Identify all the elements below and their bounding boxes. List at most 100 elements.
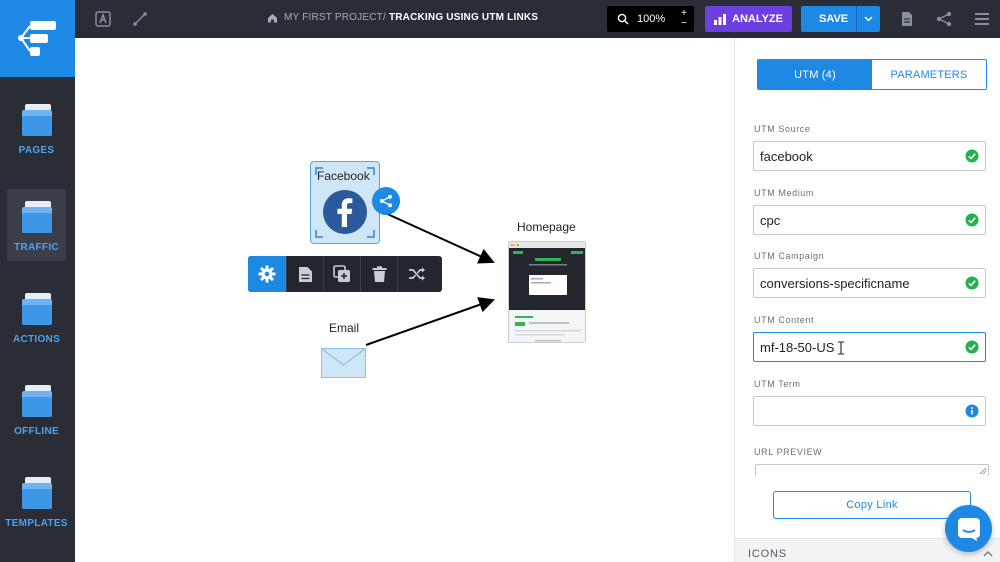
text-tool-icon[interactable] [95, 11, 111, 27]
resize-handle-icon [979, 467, 987, 475]
sidebar-item-pages[interactable]: PAGES [7, 92, 66, 164]
facebook-icon [323, 190, 367, 234]
sidebar-item-templates[interactable]: TEMPLATES [5, 465, 68, 537]
icons-section-title: ICONS [748, 548, 787, 560]
check-circle-icon [965, 340, 979, 354]
sidebar-item-offline[interactable]: OFFLINE [7, 373, 66, 445]
tab-utm[interactable]: UTM (4) [758, 60, 872, 89]
connector-tool-icon[interactable] [132, 11, 148, 27]
sidebar-item-label: TRAFFIC [14, 242, 59, 253]
utm-term-field[interactable] [753, 396, 986, 426]
facebook-node-label: Facebook [317, 169, 370, 183]
document-icon[interactable] [899, 11, 915, 27]
node-settings-button[interactable] [248, 256, 287, 292]
email-node[interactable] [321, 348, 366, 378]
envelope-icon [321, 348, 366, 378]
connection-arrows [365, 211, 495, 346]
actions-folder-icon [21, 293, 52, 325]
utm-panel: UTM (4) PARAMETERS UTM Source facebook U… [734, 38, 1000, 562]
homepage-node-label: Homepage [517, 220, 576, 234]
hamburger-menu-icon[interactable] [974, 11, 990, 27]
utm-campaign-field[interactable]: conversions-specificname [753, 268, 986, 298]
sidebar-item-traffic[interactable]: TRAFFIC [7, 189, 66, 261]
chevron-up-icon [983, 551, 993, 557]
url-preview-textarea[interactable] [755, 464, 989, 476]
split-arrows-icon [408, 267, 425, 281]
sidebar-item-label: ACTIONS [12, 334, 61, 345]
chat-icon [957, 517, 980, 541]
utm-campaign-value: conversions-specificname [760, 275, 910, 291]
flow-share-icon[interactable] [936, 11, 952, 27]
connect-node-button[interactable] [372, 187, 400, 215]
sidebar-item-actions[interactable]: ACTIONS [7, 281, 66, 353]
chat-widget-button[interactable] [945, 505, 992, 552]
save-dropdown[interactable] [856, 6, 880, 32]
chevron-down-icon [864, 16, 873, 22]
utm-source-field[interactable]: facebook [753, 141, 986, 171]
zoom-control: 100% + − [607, 6, 694, 32]
gear-icon [258, 265, 276, 283]
text-cursor-icon [838, 341, 844, 355]
home-icon[interactable] [267, 13, 278, 23]
funnel-logo-icon [17, 20, 56, 56]
offline-folder-icon [21, 385, 52, 417]
app-logo[interactable] [0, 0, 75, 77]
document-icon [298, 266, 312, 282]
facebook-node[interactable] [310, 161, 380, 244]
utm-content-label: UTM Content [754, 315, 815, 325]
analyze-chart-icon [714, 13, 727, 25]
utm-content-value: mf-18-50-US [760, 339, 835, 355]
analyze-label: ANALYZE [732, 13, 783, 25]
node-delete-button[interactable] [361, 256, 398, 292]
utm-medium-field[interactable]: cpc [753, 205, 986, 235]
arrow-email-to-homepage[interactable] [365, 297, 495, 346]
check-circle-icon [965, 213, 979, 227]
sidebar-item-label: OFFLINE [14, 426, 59, 437]
breadcrumb-project[interactable]: MY FIRST PROJECT/ [284, 12, 386, 23]
utm-medium-value: cpc [760, 212, 781, 228]
sidebar-item-label: PAGES [18, 145, 55, 156]
email-node-label: Email [329, 321, 360, 335]
templates-folder-icon [21, 477, 52, 509]
check-circle-icon [965, 276, 979, 290]
save-label: SAVE [819, 13, 849, 25]
tab-parameters[interactable]: PARAMETERS [872, 60, 986, 89]
check-circle-icon [965, 149, 979, 163]
share-icon [380, 194, 392, 208]
zoom-value: 100% [637, 13, 666, 25]
copy-link-button[interactable]: Copy Link [773, 491, 971, 519]
webpage-thumbnail [509, 242, 585, 342]
left-sidebar: PAGES TRAFFIC ACTIONS OFFL [0, 0, 75, 562]
node-toolbar [248, 256, 442, 292]
pages-folder-icon [21, 104, 52, 136]
utm-medium-label: UTM Medium [754, 188, 815, 198]
node-split-button[interactable] [398, 256, 435, 292]
breadcrumb-page: TRACKING USING UTM LINKS [388, 12, 539, 23]
utm-source-label: UTM Source [754, 124, 811, 134]
traffic-folder-icon [21, 201, 52, 233]
node-notes-button[interactable] [287, 256, 324, 292]
funnel-canvas[interactable]: Facebook [75, 38, 734, 562]
breadcrumb: MY FIRST PROJECT/ TRACKING USING UTM LIN… [267, 12, 538, 23]
top-bar: MY FIRST PROJECT/ TRACKING USING UTM LIN… [75, 0, 1000, 38]
selection-corners [315, 167, 375, 238]
trash-icon [372, 265, 386, 282]
zoom-in-button[interactable]: + [681, 8, 687, 19]
zoom-out-button[interactable]: − [681, 18, 687, 29]
analyze-button[interactable]: ANALYZE [705, 6, 792, 32]
homepage-node[interactable] [508, 241, 586, 343]
panel-tabs: UTM (4) PARAMETERS [757, 59, 987, 90]
info-icon[interactable] [965, 404, 979, 418]
utm-term-label: UTM Term [754, 379, 801, 389]
arrow-facebook-to-homepage[interactable] [382, 211, 495, 264]
utm-source-value: facebook [760, 148, 813, 164]
zoom-stepper: + − [681, 9, 687, 29]
url-preview-label: URL PREVIEW [754, 447, 823, 457]
search-icon[interactable] [617, 13, 629, 25]
duplicate-icon [333, 265, 350, 282]
save-button[interactable]: SAVE [801, 6, 880, 32]
sidebar-item-label: TEMPLATES [5, 518, 68, 529]
node-duplicate-button[interactable] [324, 256, 361, 292]
utm-content-field[interactable]: mf-18-50-US [753, 332, 986, 362]
